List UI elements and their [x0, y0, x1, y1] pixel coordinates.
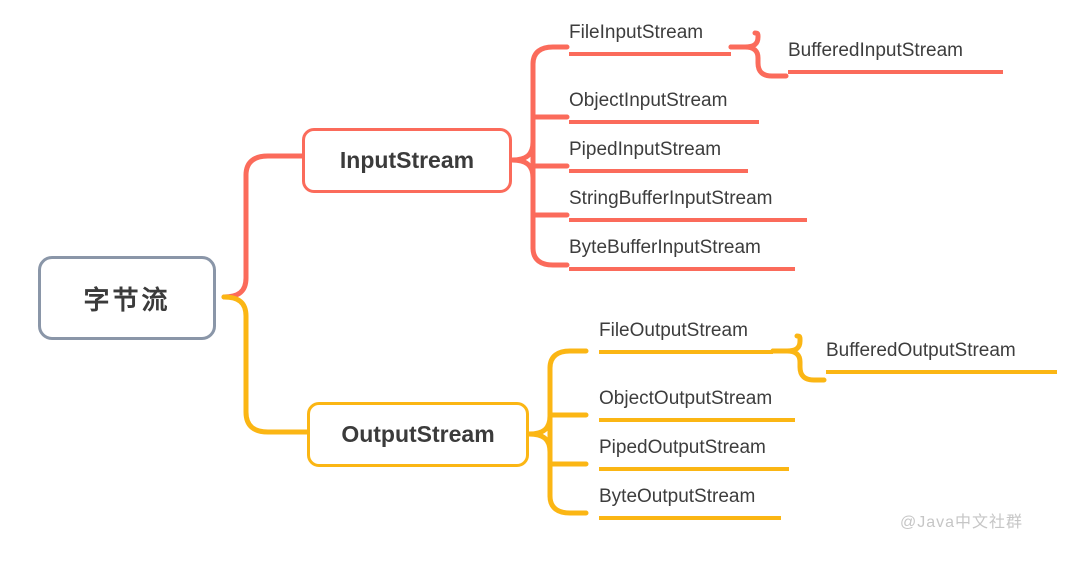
leaf-buffered-output-stream[interactable]: BufferedOutputStream [826, 338, 1057, 374]
leaf-string-buffer-input-stream[interactable]: StringBufferInputStream [569, 186, 807, 222]
connector-inputstream-brace [509, 44, 570, 163]
connector-root-to-inputstream [221, 153, 305, 300]
leaf-file-input-stream[interactable]: FileInputStream [569, 20, 731, 56]
connector-outputstream-brace-lower [526, 431, 589, 516]
leaf-byte-output-stream[interactable]: ByteOutputStream [599, 484, 781, 520]
connector-fileoutputstream-brace [770, 333, 803, 354]
connector-fileinputstream-brace [728, 30, 761, 50]
branch-node-inputstream-label: InputStream [339, 147, 475, 173]
connector-fileoutputstream-brace-lower [770, 348, 827, 383]
leaf-byte-buffer-input-stream[interactable]: ByteBufferInputStream [569, 235, 795, 271]
connector-inputstream-brace-lower [509, 157, 570, 268]
leaf-piped-input-stream[interactable]: PipedInputStream [569, 137, 748, 173]
leaf-piped-output-stream[interactable]: PipedOutputStream [599, 435, 789, 471]
leaf-object-output-stream[interactable]: ObjectOutputStream [599, 386, 795, 422]
connector-root-to-outputstream [221, 294, 310, 435]
leaf-file-output-stream[interactable]: FileOutputStream [599, 318, 773, 354]
branch-node-outputstream-label: OutputStream [341, 421, 495, 447]
root-node[interactable]: 字节流 [38, 256, 216, 340]
leaf-buffered-input-stream[interactable]: BufferedInputStream [788, 38, 1003, 74]
branch-node-outputstream[interactable]: OutputStream [307, 402, 529, 467]
connector-fileinputstream-brace-lower [728, 44, 789, 79]
branch-node-inputstream[interactable]: InputStream [302, 128, 512, 193]
watermark: @Java中文社群 [900, 514, 1024, 531]
leaf-object-input-stream[interactable]: ObjectInputStream [569, 88, 759, 124]
root-node-label: 字节流 [83, 284, 171, 315]
connector-outputstream-brace [526, 348, 589, 437]
